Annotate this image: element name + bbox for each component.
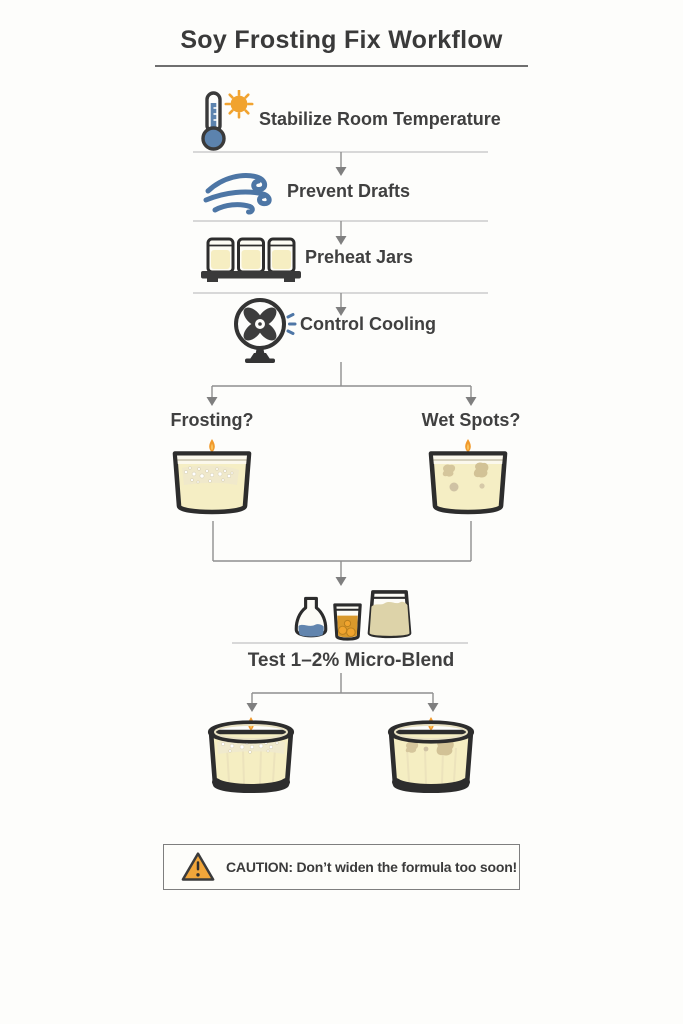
frosting-result-candle-image — [207, 717, 295, 794]
fan-icon — [234, 298, 297, 363]
step-label-prevent-drafts: Prevent Drafts — [287, 181, 411, 201]
step-label-stabilize-room-temperature: Stabilize Room Temperature — [259, 109, 501, 129]
measuring-cup-icon — [333, 603, 362, 641]
step-label-preheat-jars: Preheat Jars — [305, 247, 414, 267]
wet-spots-candle-image — [428, 439, 508, 515]
caution-box: CAUTION: Don’t widen the formula too soo… — [163, 844, 520, 890]
wind-icon — [203, 173, 272, 215]
warning-triangle-icon — [181, 852, 215, 881]
caution-label: CAUTION: Don’t widen the formula too soo… — [226, 859, 518, 875]
step-label-control-cooling: Control Cooling — [300, 314, 436, 334]
frosting-candle-image — [172, 439, 252, 515]
title-divider — [155, 65, 528, 67]
wax-bag-icon — [367, 590, 412, 639]
flask-icon — [294, 596, 328, 638]
wet-spots-result-candle-image — [387, 717, 475, 794]
test-microblend-label: Test 1–2% Micro-Blend — [247, 650, 455, 671]
frosting-question-label: Frosting? — [170, 410, 254, 430]
preheat-jars-icon — [201, 237, 301, 282]
wet-spots-question-label: Wet Spots? — [421, 410, 521, 430]
page-title: Soy Frosting Fix Workflow — [180, 26, 503, 54]
thermometer-sun-icon — [201, 90, 254, 151]
